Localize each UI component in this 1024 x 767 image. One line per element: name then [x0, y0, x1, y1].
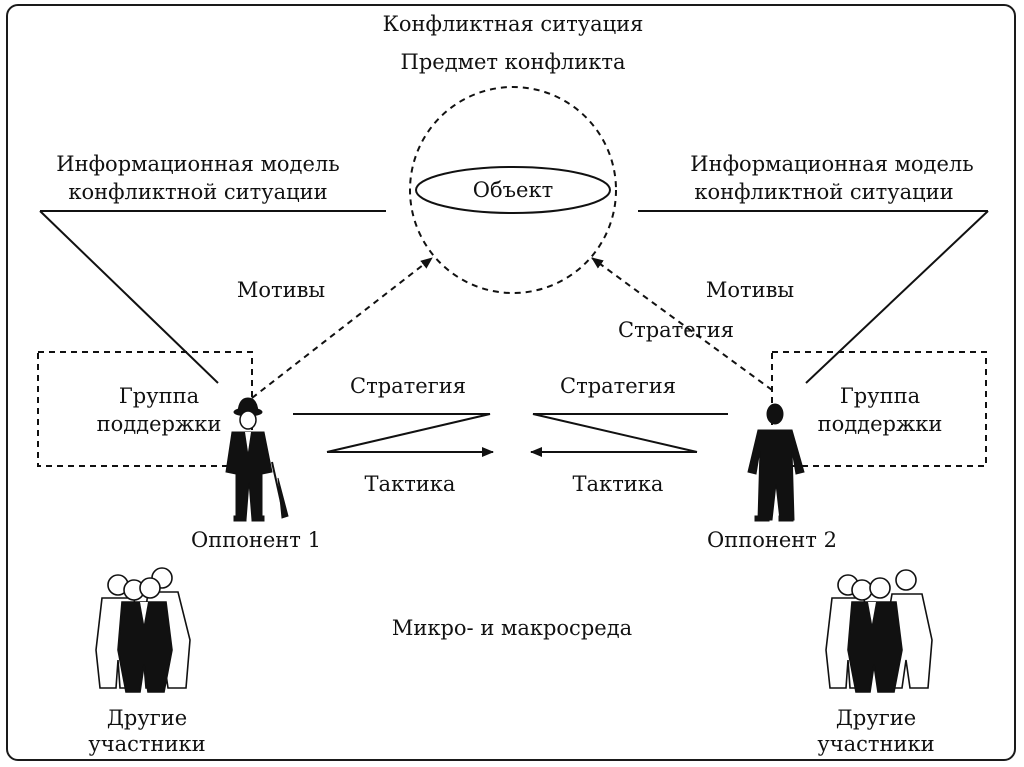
subject-label: Предмет конфликта	[400, 50, 626, 74]
object-label: Объект	[472, 178, 554, 202]
info-model-left-line1: Информационная модель	[56, 152, 340, 176]
strategy-tactics-zigzag-right	[532, 413, 728, 453]
strategy-left-label: Стратегия	[350, 374, 466, 398]
strategy-upper-right-label: Стратегия	[618, 318, 734, 342]
others-right-line1: Другие	[835, 706, 917, 730]
tactics-right-label: Тактика	[572, 472, 664, 496]
strategy-tactics-zigzag-left	[293, 413, 491, 453]
opponent1-label: Оппонент 1	[191, 528, 321, 552]
subject-circle	[409, 86, 617, 294]
others-left-line1: Другие	[106, 706, 188, 730]
others-group-left	[95, 567, 191, 693]
opponent2-label: Оппонент 2	[707, 528, 837, 552]
info-model-left-line2: конфликтной ситуации	[68, 180, 328, 204]
info-model-right-line2: конфликтной ситуации	[694, 180, 954, 204]
strategy-right-label: Стратегия	[560, 374, 676, 398]
support-group-left-line1: Группа	[118, 384, 200, 408]
opponent1-figure	[225, 397, 289, 522]
title: Конфликтная ситуация	[382, 12, 644, 36]
info-model-right-diagonal	[805, 210, 989, 384]
others-group-right	[825, 569, 933, 693]
support-group-right-line1: Группа	[839, 384, 921, 408]
support-group-left-box	[37, 351, 253, 467]
object-ellipse	[415, 166, 611, 214]
motive-arrow-right	[591, 257, 773, 391]
support-group-right-line2: поддержки	[817, 412, 943, 436]
others-left-line2: участники	[88, 732, 206, 756]
others-right-line2: участники	[817, 732, 935, 756]
motives-right-label: Мотивы	[705, 278, 795, 302]
motive-arrow-left	[251, 257, 433, 399]
tactics-left-label: Тактика	[364, 472, 456, 496]
motives-left-label: Мотивы	[236, 278, 326, 302]
environment-label: Микро- и макросреда	[391, 616, 633, 640]
support-group-left-line2: поддержки	[96, 412, 222, 436]
info-model-left-diagonal	[39, 210, 219, 384]
opponent2-figure	[747, 403, 805, 522]
info-model-right-line1: Информационная модель	[690, 152, 974, 176]
